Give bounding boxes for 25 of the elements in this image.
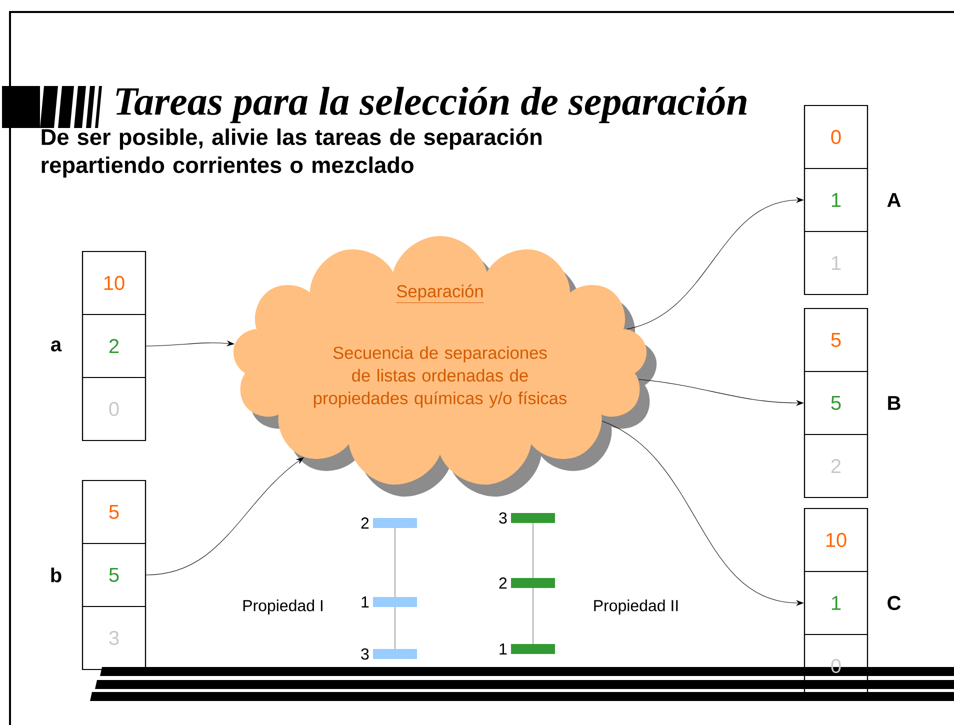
composition-cell: 1 (804, 570, 868, 636)
scale-rank: 3 (361, 648, 369, 660)
scale-rank: 2 (499, 577, 507, 589)
composition-cell: 5 (804, 370, 868, 436)
composition-cell: 2 (82, 314, 146, 378)
property-label: Propiedad I (243, 600, 322, 614)
composition-cell: 5 (82, 542, 146, 608)
scale-rank: 1 (500, 644, 507, 654)
composition-cell: 10 (82, 250, 146, 316)
composition-cell: 10 (804, 508, 868, 572)
composition-cell: 5 (804, 308, 868, 372)
composition-cell: 1 (804, 168, 868, 232)
stream-name: B (888, 396, 900, 410)
scale-rank: 1 (362, 596, 369, 608)
scale-rank: 3 (499, 512, 507, 524)
scale-rank: 2 (361, 517, 369, 529)
composition-cell: 5 (82, 480, 146, 544)
property-label: Propiedad II (594, 600, 678, 614)
stream-name: b (51, 568, 62, 582)
stream-name: A (887, 193, 901, 207)
slide-title: Tareas para la selección de separación (116, 86, 746, 124)
subtitle: De ser posible, alivie las tareas de separación repartiendo corrientes o mezclado (42, 128, 542, 178)
composition-cell: 0 (804, 104, 868, 170)
stream-name: a (51, 340, 62, 352)
stream-name: C (888, 596, 901, 610)
